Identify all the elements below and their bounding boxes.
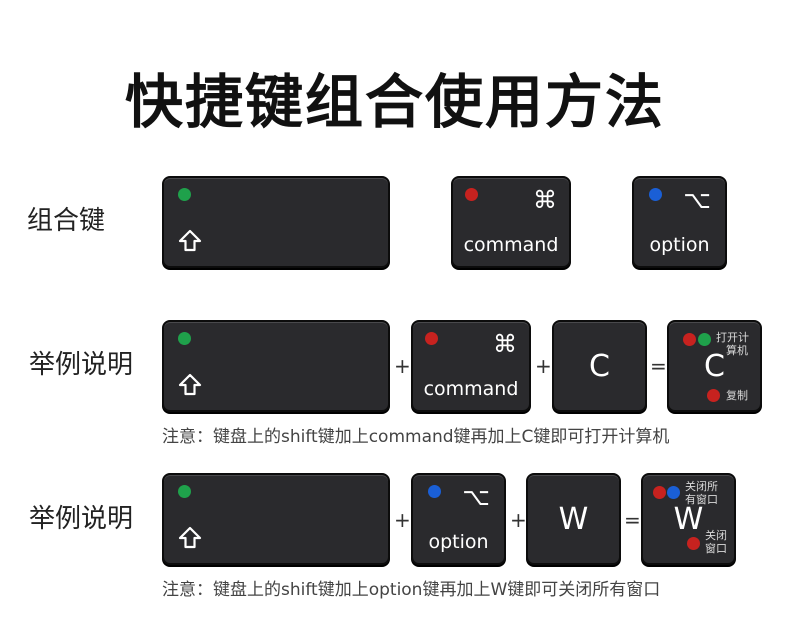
row-label-example-1: 举例说明 bbox=[29, 350, 134, 380]
shift-key[interactable] bbox=[162, 176, 390, 268]
c-key[interactable]: C bbox=[552, 320, 647, 412]
red-dot bbox=[683, 333, 696, 346]
option-key[interactable]: ⌥ option bbox=[411, 473, 506, 565]
blue-dot bbox=[667, 486, 680, 499]
result-note-bottom: 关闭 窗口 bbox=[705, 529, 727, 555]
option-icon: ⌥ bbox=[683, 186, 711, 214]
command-key[interactable]: ⌘ command bbox=[451, 176, 571, 268]
command-icon: ⌘ bbox=[493, 330, 517, 358]
w-key[interactable]: W bbox=[526, 473, 621, 565]
green-dot bbox=[178, 485, 191, 498]
red-dot bbox=[465, 188, 478, 201]
page-title: 快捷键组合使用方法 bbox=[124, 68, 665, 136]
note-example-1: 注意：键盘上的shift键加上command键再加上C键即可打开计算机 bbox=[162, 427, 670, 447]
command-key[interactable]: ⌘ command bbox=[411, 320, 531, 412]
result-note-line: 打开计 bbox=[716, 331, 749, 344]
plus-sign: + bbox=[394, 354, 411, 378]
result-c-key[interactable]: 打开计 算机 C 复制 bbox=[667, 320, 762, 412]
result-note-top: 关闭所 有窗口 bbox=[685, 480, 718, 506]
green-dot bbox=[698, 333, 711, 346]
result-note-top: 打开计 算机 bbox=[716, 331, 749, 357]
command-icon: ⌘ bbox=[533, 186, 557, 214]
result-note-line: 有窗口 bbox=[685, 493, 718, 507]
green-dot bbox=[178, 188, 191, 201]
shift-key[interactable] bbox=[162, 320, 390, 412]
note-example-2: 注意：键盘上的shift键加上option键再加上W键即可关闭所有窗口 bbox=[162, 580, 661, 600]
command-label: command bbox=[423, 378, 519, 400]
result-note-bottom: 复制 bbox=[726, 389, 748, 402]
w-letter: W bbox=[673, 502, 704, 537]
plus-sign: + bbox=[510, 508, 527, 532]
red-dot bbox=[425, 332, 438, 345]
option-icon: ⌥ bbox=[462, 483, 490, 511]
result-w-key[interactable]: 关闭所 有窗口 W 关闭 窗口 bbox=[641, 473, 736, 565]
equals-sign: = bbox=[624, 508, 641, 532]
result-note-line: 窗口 bbox=[705, 542, 727, 556]
equals-sign: = bbox=[650, 354, 667, 378]
row-label-example-2: 举例说明 bbox=[29, 504, 134, 534]
plus-sign: + bbox=[535, 354, 552, 378]
red-dot bbox=[687, 537, 700, 550]
c-letter: C bbox=[589, 349, 610, 384]
shift-arrow-icon bbox=[178, 526, 202, 549]
blue-dot bbox=[649, 188, 662, 201]
red-dot bbox=[653, 486, 666, 499]
plus-sign: + bbox=[394, 508, 411, 532]
option-label: option bbox=[649, 234, 710, 256]
blue-dot bbox=[428, 485, 441, 498]
result-note-line: 关闭所 bbox=[685, 480, 718, 493]
shift-arrow-icon bbox=[178, 229, 202, 252]
red-dot bbox=[707, 389, 720, 402]
shift-key[interactable] bbox=[162, 473, 390, 565]
option-label: option bbox=[428, 531, 489, 553]
w-letter: W bbox=[558, 502, 589, 537]
result-note-line: 算机 bbox=[726, 344, 748, 358]
green-dot bbox=[178, 332, 191, 345]
shift-arrow-icon bbox=[178, 373, 202, 396]
row-label-combo: 组合键 bbox=[27, 206, 106, 236]
option-key[interactable]: ⌥ option bbox=[632, 176, 727, 268]
command-label: command bbox=[463, 234, 559, 256]
c-letter: C bbox=[704, 349, 725, 384]
result-note-line: 关闭 bbox=[705, 529, 727, 542]
